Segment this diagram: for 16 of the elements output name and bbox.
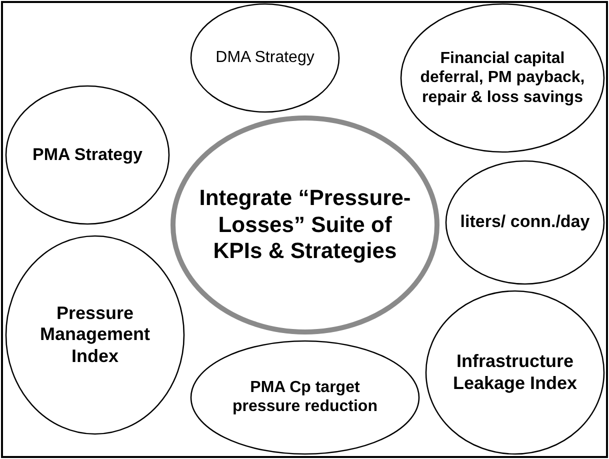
node-label: PMA Cp target pressure reduction: [232, 378, 378, 417]
ellipse-node: [400, 3, 605, 153]
node-label: Financial capital deferral, PM payback, repair & loss savings: [420, 49, 585, 108]
node-label: Infrastructure Leakage Index: [452, 350, 578, 395]
ellipse-node: [170, 115, 440, 335]
node-label: Integrate “Pressure-Losses” Suite of KPIs & Strategies: [198, 184, 412, 266]
node-label: PMA Strategy: [32, 144, 144, 166]
ellipse-node: [5, 85, 170, 225]
node-label: DMA Strategy: [215, 48, 315, 68]
ellipse-node: [190, 340, 420, 455]
ellipse-node: [445, 160, 605, 285]
ellipse-node: [5, 235, 185, 435]
ellipse-node: [425, 290, 605, 455]
ellipse-node: [190, 3, 340, 113]
node-label: Pressure Management Index: [38, 302, 152, 368]
node-label: liters/ conn./day: [460, 211, 590, 234]
